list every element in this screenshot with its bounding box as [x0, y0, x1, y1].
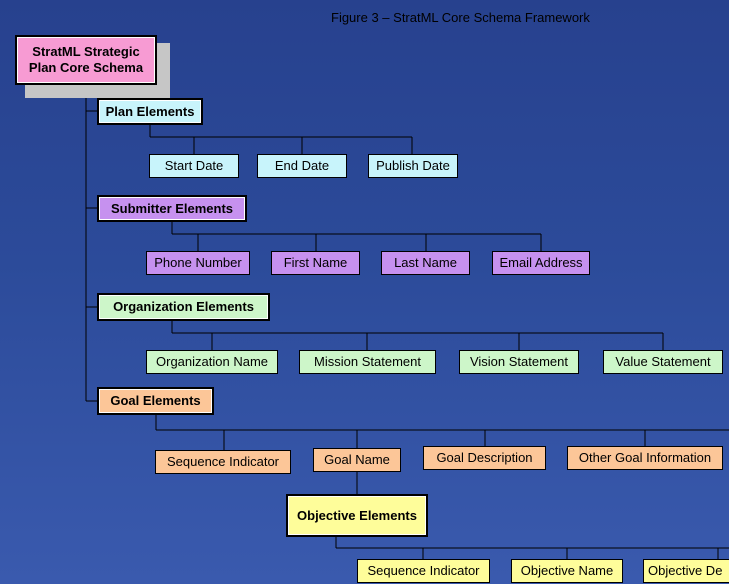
phone-number-node: Phone Number: [146, 251, 250, 275]
root-node: StratML Strategic Plan Core Schema: [15, 35, 157, 85]
objective-sequence-indicator-node: Sequence Indicator: [357, 559, 490, 583]
start-date-node: Start Date: [149, 154, 239, 178]
figure-title: Figure 3 – StratML Core Schema Framework: [331, 10, 590, 25]
objective-description-node-clipped: Objective De: [643, 559, 729, 583]
email-address-node: Email Address: [492, 251, 590, 275]
goal-name-node: Goal Name: [313, 448, 401, 472]
vision-statement-node: Vision Statement: [459, 350, 579, 374]
value-statement-node: Value Statement: [603, 350, 723, 374]
root-node-line1: StratML Strategic: [32, 44, 140, 60]
submitter-elements-node: Submitter Elements: [97, 195, 247, 222]
goal-description-node: Goal Description: [423, 446, 546, 470]
organization-name-node: Organization Name: [146, 350, 278, 374]
last-name-node: Last Name: [381, 251, 470, 275]
publish-date-node: Publish Date: [368, 154, 458, 178]
organization-elements-node: Organization Elements: [97, 293, 270, 321]
mission-statement-node: Mission Statement: [299, 350, 436, 374]
objective-name-node: Objective Name: [511, 559, 623, 583]
goal-elements-node: Goal Elements: [97, 387, 214, 415]
first-name-node: First Name: [271, 251, 360, 275]
end-date-node: End Date: [257, 154, 347, 178]
plan-elements-node: Plan Elements: [97, 98, 203, 125]
goal-sequence-indicator-node: Sequence Indicator: [155, 450, 291, 474]
other-goal-information-node: Other Goal Information: [567, 446, 723, 470]
root-node-line2: Plan Core Schema: [28, 60, 144, 75]
objective-elements-node: Objective Elements: [286, 494, 428, 537]
